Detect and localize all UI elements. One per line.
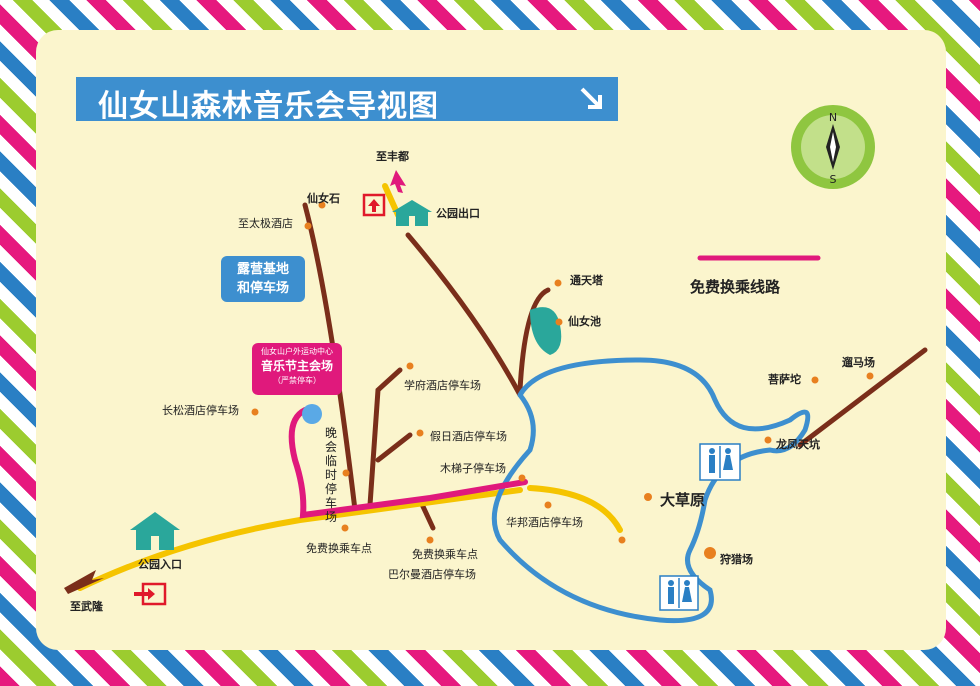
label-big-grassland: 大草原 [660, 491, 706, 509]
label-hunting-ground: 狩猎场 [720, 553, 753, 566]
road-tongtian [517, 287, 551, 393]
label-barman-parking: 巴尔曼酒店停车场 [388, 568, 476, 581]
arrow-down-right-icon [580, 87, 602, 109]
page-title: 仙女山森林音乐会导视图 [98, 89, 439, 124]
road-xuefu [367, 367, 403, 508]
main-venue-box: 仙女山户外运动中心 音乐节主会场 （严禁停车） [252, 343, 342, 395]
road-longfeng [797, 347, 928, 448]
poi-dot-holiday [416, 429, 424, 437]
poi-dot-taiji [304, 222, 312, 230]
xiannv-pond-shape [530, 307, 562, 355]
venue-marker [302, 404, 322, 424]
campsite-line-1: 露营基地 [236, 262, 289, 277]
poi-dot-horse [866, 372, 874, 380]
temp-parking-char: 会 [324, 440, 337, 454]
label-to-wulong: 至武隆 [70, 600, 103, 613]
compass-south: S [830, 173, 837, 186]
temp-parking-label: 晚 会 临 时 停 车 场 [324, 426, 338, 524]
label-shuttle-point-2: 免费换乘车点 [412, 548, 478, 561]
campsite-line-2: 和停车场 [236, 281, 289, 296]
main-venue-line-3: （严禁停车） [273, 376, 321, 385]
poi-dot-shuttle-1 [341, 524, 349, 532]
poi-dot-xuefu [406, 362, 414, 370]
main-venue-line-1: 仙女山户外运动中心 [261, 347, 333, 356]
label-to-fengdu: 至丰都 [376, 150, 409, 163]
arrow-to-wulong [64, 570, 104, 594]
poi-dot-mutizi [518, 474, 526, 482]
road-park-exit [405, 232, 523, 398]
poi-dot-xiannv-pond [555, 318, 563, 326]
compass-north: N [829, 111, 837, 124]
poi-dot-longfeng [764, 436, 772, 444]
label-xiannv-pond: 仙女池 [568, 315, 601, 328]
label-mutizi-parking: 木梯子停车场 [440, 462, 506, 475]
road-xiannv-stone [302, 202, 358, 513]
road-holiday [375, 432, 413, 463]
poi-dot-huabang [544, 501, 552, 509]
label-shuttle-point-1: 免费换乘车点 [306, 542, 372, 555]
label-horse-track: 遛马场 [842, 356, 875, 369]
label-park-entrance: 公园入口 [138, 558, 182, 571]
label-xiannv-stone: 仙女石 [307, 192, 340, 205]
entrance-sign-icon [134, 582, 167, 606]
poi-dot-xiannv-stone [318, 201, 326, 209]
temp-parking-char: 车 [324, 496, 337, 510]
poi-dot-hunting [704, 547, 716, 559]
poi-dot-changsong [251, 408, 259, 416]
poi-dot-grassland [644, 493, 652, 501]
temp-parking-char: 停 [324, 482, 337, 496]
exit-sign-icon [362, 193, 386, 217]
temp-parking-char: 时 [324, 468, 337, 482]
arrow-to-fengdu [390, 170, 406, 193]
label-longfeng-tiankeng: 龙凤天坑 [776, 438, 820, 451]
title-bar: 仙女山森林音乐会导视图 [76, 77, 618, 124]
pavilion-entrance-icon [130, 512, 180, 550]
road-main-west [77, 487, 523, 591]
toilet-icon [699, 443, 741, 481]
poi-dot-tongtian [554, 279, 562, 287]
label-park-exit: 公园出口 [436, 207, 480, 220]
campsite-box: 露营基地 和停车场 [221, 256, 305, 302]
route-shuttle [288, 407, 528, 519]
compass-icon: N S [791, 105, 875, 189]
label-to-taiji-hotel: 至太极酒店 [238, 217, 293, 230]
temp-parking-char: 临 [324, 454, 337, 468]
road-blue-loop [491, 357, 811, 624]
toilet-icon-2 [659, 575, 699, 611]
main-venue-line-2: 音乐节主会场 [260, 359, 333, 373]
label-pusatuo: 菩萨坨 [768, 373, 801, 386]
road-huabang [527, 485, 623, 533]
legend-shuttle-label: 免费换乘线路 [690, 278, 781, 296]
poi-dot-huabang-2 [618, 536, 626, 544]
temp-parking-char: 场 [324, 510, 337, 524]
poi-dot-temp-parking [342, 469, 350, 477]
poi-dot-pusatuo [811, 376, 819, 384]
label-tongtian-pagoda: 通天塔 [570, 274, 603, 287]
label-holiday-parking: 假日酒店停车场 [430, 430, 507, 443]
label-changsong-parking: 长松酒店停车场 [162, 404, 239, 417]
temp-parking-char: 晚 [324, 426, 337, 440]
poi-dot-shuttle-2 [426, 536, 434, 544]
pavilion-exit-icon [392, 200, 432, 226]
label-huabang-parking: 华邦酒店停车场 [506, 516, 583, 529]
label-xuefu-parking: 学府酒店停车场 [404, 379, 481, 392]
